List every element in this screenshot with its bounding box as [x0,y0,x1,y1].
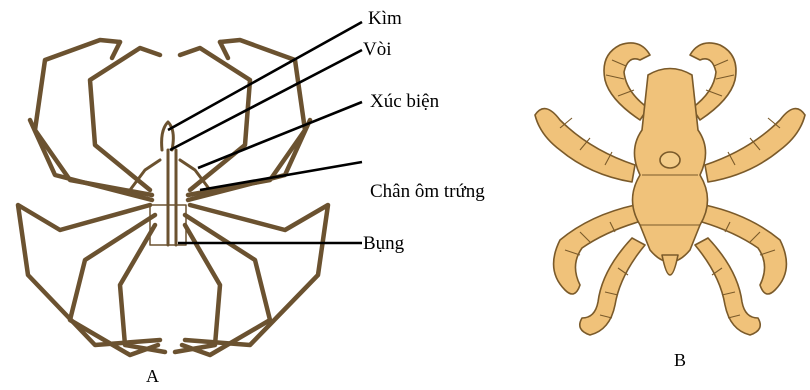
leg-a-l5 [120,225,165,352]
label-chan-om-trung: Chân ôm trứng [370,181,485,202]
leg-b-mr-1 [705,109,805,182]
caption-b: B [674,350,686,370]
label-kim: Kìm [368,8,402,29]
leader-voi [170,50,362,150]
leg-a-l6 [30,120,152,200]
sea-spider-a-drawing [18,40,328,355]
leader-lines [168,22,362,243]
leg-b-ml-1 [535,109,635,182]
label-voi: Vòi [363,39,392,60]
sea-spider-b-drawing [535,43,805,335]
claw-a-right [220,42,228,58]
leg-b-lr [695,238,760,335]
claw-a-left [112,42,120,58]
label-bung: Bụng [363,233,405,254]
body-a-trunk [168,150,176,245]
leg-a-r3 [182,215,270,355]
caption-a: A [146,366,159,386]
label-xuc-bien: Xúc biện [370,91,440,112]
head-b [660,152,680,168]
abdomen-b [662,255,678,275]
leg-b-ur [690,43,736,120]
leg-b-ul [604,43,650,120]
proboscis-a [162,122,174,150]
leader-xuc-bien [198,102,362,168]
leg-b-ll [580,238,645,335]
